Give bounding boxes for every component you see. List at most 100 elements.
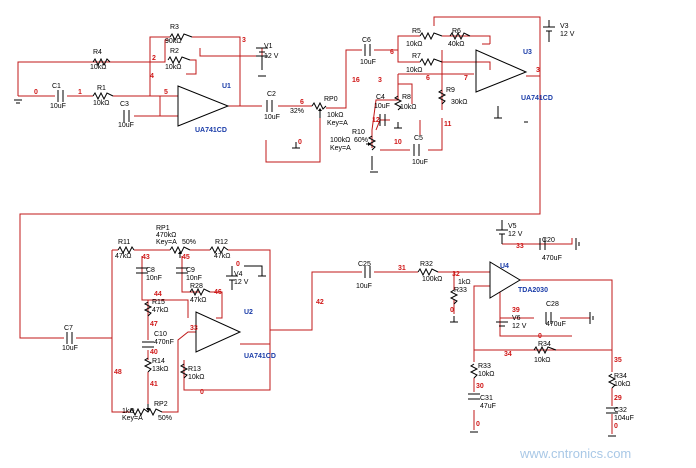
label-u1-ref: U1 [222, 83, 231, 90]
label-rp0-val: 10kΩ [327, 112, 344, 119]
label-v3-ref: V3 [560, 23, 569, 30]
resistor-r22 [189, 287, 211, 297]
net-label: 0 [614, 423, 618, 430]
net-label: 0 [200, 389, 204, 396]
label-v5-val: 12 V [508, 231, 523, 238]
net-label: 3 [242, 37, 246, 44]
net-label: 5 [164, 89, 168, 96]
label-rp1-ref: RP1 [156, 225, 170, 232]
watermark-text: www.cntronics.com [519, 446, 631, 461]
net-label: 40 [150, 349, 158, 356]
net-label: 16 [352, 77, 360, 84]
capacitor-c20 [539, 238, 546, 250]
label-c6-val: 10uF [360, 59, 376, 66]
net-label: 45 [182, 254, 190, 261]
label-r9-ref: R9 [446, 87, 455, 94]
label-r6-ref: R6 [452, 28, 461, 35]
label-r9-val: 30kΩ [451, 99, 468, 106]
label-r1-val: 10kΩ [93, 100, 110, 107]
label-v6-ref: V6 [512, 315, 521, 322]
label-r8-ref: R8 [402, 94, 411, 101]
net-label: 47 [150, 321, 158, 328]
net-label: 11 [444, 121, 452, 128]
net-label: 1 [78, 89, 82, 96]
label-r14-ref: R14 [152, 358, 165, 365]
label-rp2-val: 1kΩ [122, 408, 135, 415]
battery-v4 [226, 266, 238, 290]
capacitor-c9 [176, 267, 188, 274]
net-label: 0 [298, 139, 302, 146]
label-r2-ref: R2 [170, 48, 179, 55]
net-label: 39 [512, 307, 520, 314]
label-r4-val: 10kΩ [90, 64, 107, 71]
net-label: 3 [378, 77, 382, 84]
net-label: 48 [114, 369, 122, 376]
resistor-r34 [607, 373, 617, 389]
net-label: 0 [450, 307, 454, 314]
label-u4-ref: U4 [500, 263, 509, 270]
label-c5-ref: C5 [414, 135, 423, 142]
capacitor-c8 [136, 267, 148, 274]
label-c20-ref: C20 [542, 237, 555, 244]
label-r28-val: 1kΩ [458, 279, 471, 286]
label-r5-val: 10kΩ [406, 41, 423, 48]
net-label: 43 [142, 254, 150, 261]
label-r3-val: 90kΩ [165, 38, 182, 45]
label-r33-val: 10kΩ [478, 371, 495, 378]
label-c6-ref: C6 [362, 37, 371, 44]
net-label: 10 [394, 139, 402, 146]
label-c25-val: 10uF [356, 283, 372, 290]
resistor-r28 [449, 289, 459, 305]
label-c31-val: 47uF [480, 403, 496, 410]
net-label: 33 [516, 243, 524, 250]
label-c32-ref: C32 [614, 407, 627, 414]
resistor-r3 [169, 32, 193, 42]
net-label: 30 [476, 383, 484, 390]
capacitor-c4 [379, 114, 386, 126]
label-r34-val: 10kΩ [614, 381, 631, 388]
resistor-r12 [209, 245, 229, 255]
capacitor-c3 [123, 110, 130, 122]
label-u2-part: UA741CD [244, 353, 276, 360]
component-labels: R4 10kΩ C1 10uF R1 10kΩ C3 10uF R3 90kΩ … [50, 23, 634, 422]
label-r10-ref: R10 [352, 129, 365, 136]
battery-v3 [543, 20, 555, 42]
resistor-r6 [449, 31, 471, 41]
label-rp0-ref: RP0 [324, 96, 338, 103]
label-c2-ref: C2 [267, 91, 276, 98]
label-r5-ref: R5 [412, 28, 421, 35]
label-c20-val: 470uF [542, 255, 562, 262]
label-c10-val: 470nF [154, 339, 174, 346]
capacitor-c31 [468, 393, 480, 400]
label-c8-val: 10nF [146, 275, 162, 282]
label-rp2-key: Key=A [122, 415, 143, 422]
label-v4-val: 12 V [234, 279, 249, 286]
label-c1-ref: C1 [52, 83, 61, 90]
label-c5-val: 10uF [412, 159, 428, 166]
capacitor-c6 [364, 44, 371, 56]
label-r10-key: Key=A [330, 145, 351, 152]
potentiometer-rp1 [169, 245, 191, 258]
net-label: 6 [426, 75, 430, 82]
label-c4-val: 10uF [374, 103, 390, 110]
label-r32-ref: R34 [538, 341, 551, 348]
battery-v5 [496, 220, 508, 244]
label-r10-val: 100kΩ [330, 137, 350, 144]
net-label: 6 [300, 99, 304, 106]
resistor-r9 [437, 89, 447, 105]
potentiometer-r10 [366, 135, 377, 151]
capacitor-c10 [142, 341, 154, 348]
net-label: 32 [452, 271, 460, 278]
label-rp2-pct: 50% [158, 415, 172, 422]
potentiometer-rp2 [129, 404, 163, 417]
resistor-r33 [469, 363, 479, 379]
label-c25-ref: C25 [358, 261, 371, 268]
net-label: 12 [372, 117, 380, 124]
net-label: 0 [476, 421, 480, 428]
capacitor-c32 [606, 407, 618, 414]
label-c7-val: 10uF [62, 345, 78, 352]
label-rp2-ref: RP2 [154, 401, 168, 408]
net-label: 35 [614, 357, 622, 364]
label-r1-ref: R1 [97, 85, 106, 92]
wires [17, 16, 613, 434]
